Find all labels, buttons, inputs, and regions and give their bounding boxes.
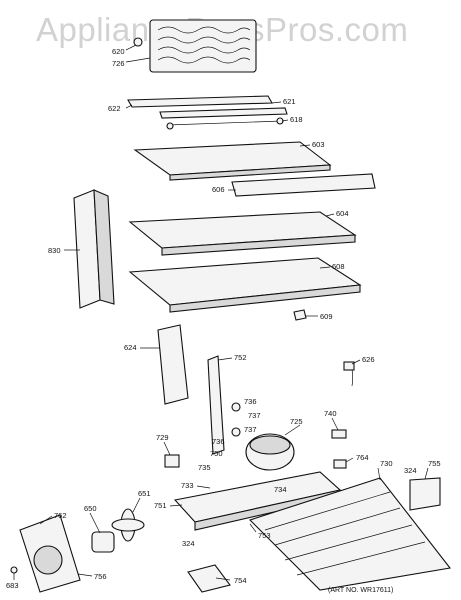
rail-618 (166, 117, 284, 130)
fan-blade-651 (111, 508, 145, 542)
clip-764 (333, 459, 347, 469)
shelf-front-606 (231, 173, 376, 197)
callout-753: 753 (258, 531, 271, 540)
callout-606: 606 (212, 185, 225, 194)
callout-609: 609 (320, 312, 333, 321)
grommet-737 (231, 427, 241, 437)
callout-730: 730 (380, 459, 393, 468)
callout-651: 651 (138, 489, 151, 498)
screw-683 (10, 566, 18, 574)
callout-618: 618 (290, 115, 303, 124)
fan-motor-650 (91, 531, 115, 553)
callout-764: 764 (356, 453, 369, 462)
callout-324a: 324 (404, 466, 417, 475)
compressor-725 (245, 433, 295, 471)
drain-pan-754 (187, 564, 231, 593)
callout-726: 726 (112, 59, 125, 68)
callout-755: 755 (428, 459, 441, 468)
shelf-603 (133, 141, 332, 181)
side-channel-830 (73, 189, 115, 309)
callout-750: 750 (210, 449, 223, 458)
callout-604: 604 (336, 209, 349, 218)
clip-740 (331, 429, 347, 439)
callout-725: 725 (290, 417, 303, 426)
shelf-rail-621 (159, 107, 288, 119)
callout-608: 608 (332, 262, 345, 271)
callout-756: 756 (94, 572, 107, 581)
callout-683: 683 (6, 581, 19, 590)
floor-pan-608 (128, 257, 362, 313)
callout-762: 762 (54, 511, 67, 520)
callout-830: 830 (48, 246, 61, 255)
callout-labels: 620 726 622 621 618 603 606 604 830 608 … (6, 47, 441, 590)
callout-740: 740 (324, 409, 337, 418)
callout-737b: 737 (244, 425, 257, 434)
sensor-626 (343, 361, 355, 387)
callout-624: 624 (124, 343, 137, 352)
duct-624 (157, 324, 189, 405)
callout-734: 734 (274, 485, 287, 494)
callout-626: 626 (362, 355, 375, 364)
leader-lines (13, 44, 429, 581)
evaporator-coil (133, 19, 257, 73)
grommet-736 (231, 402, 241, 412)
callout-324b: 324 (182, 539, 195, 548)
callout-736a: 736 (244, 397, 257, 406)
bracket-752 (207, 355, 225, 455)
condenser-730 (248, 477, 451, 591)
shelf-604 (128, 211, 357, 256)
callout-735: 735 (198, 463, 211, 472)
callout-736b: 736 (212, 437, 225, 446)
callout-733: 733 (181, 481, 194, 490)
callout-751: 751 (154, 501, 167, 510)
callout-737a: 737 (248, 411, 261, 420)
callout-622: 622 (108, 104, 121, 113)
callout-650: 650 (84, 504, 97, 513)
callout-620: 620 (112, 47, 125, 56)
callout-729: 729 (156, 433, 169, 442)
bracket-755 (409, 477, 441, 511)
part-609 (293, 309, 307, 321)
art-number: (ART NO. WR17611) (328, 587, 394, 594)
callout-621: 621 (283, 97, 296, 106)
relay-729 (164, 454, 180, 468)
callout-752: 752 (234, 353, 247, 362)
shelf-rail-622 (127, 95, 273, 108)
fan-shroud-756 (19, 514, 81, 593)
callout-603: 603 (312, 140, 325, 149)
callout-754: 754 (234, 576, 247, 585)
